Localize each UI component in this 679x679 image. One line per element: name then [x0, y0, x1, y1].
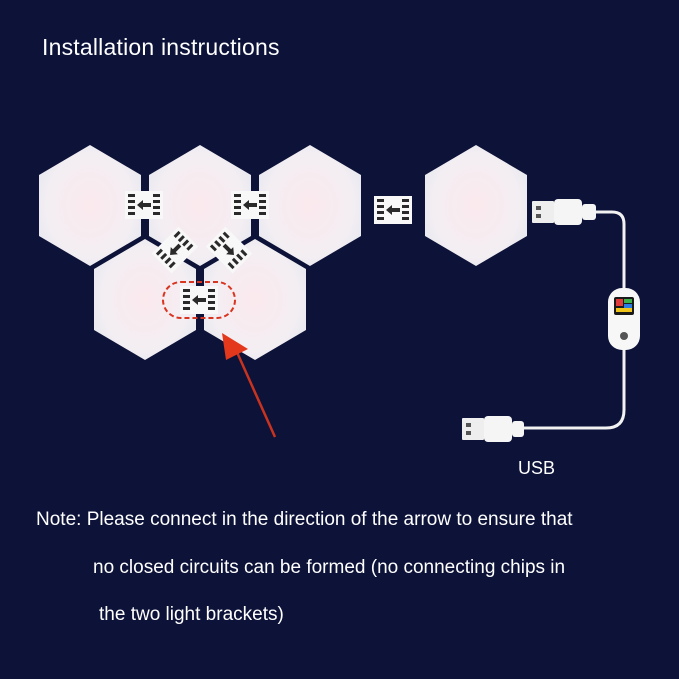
usb-plug-bottom	[462, 416, 524, 442]
highlight-oval	[162, 281, 236, 319]
connector-chip-1	[125, 191, 163, 219]
hex-panel-3	[259, 145, 361, 266]
connector-chip-6	[180, 286, 218, 314]
page-title: Installation instructions	[42, 34, 280, 60]
usb-label: USB	[518, 458, 556, 478]
note-line-2: no closed circuits can be formed (no con…	[93, 557, 566, 578]
note-line-3: the two light brackets)	[99, 604, 284, 625]
hex-panel-1	[39, 145, 141, 266]
hex-panel-6	[425, 145, 527, 266]
hex-panels	[39, 145, 527, 360]
red-arrow-shaft	[234, 349, 277, 438]
controller-box	[608, 288, 640, 350]
note-line-1: Note: Please connect in the direction of…	[36, 509, 573, 530]
usb-plug-top	[532, 199, 596, 225]
connector-chip-2	[231, 191, 269, 219]
usb-cable	[462, 199, 640, 442]
connector-chip-3	[374, 196, 412, 224]
red-arrow-head	[222, 333, 248, 360]
